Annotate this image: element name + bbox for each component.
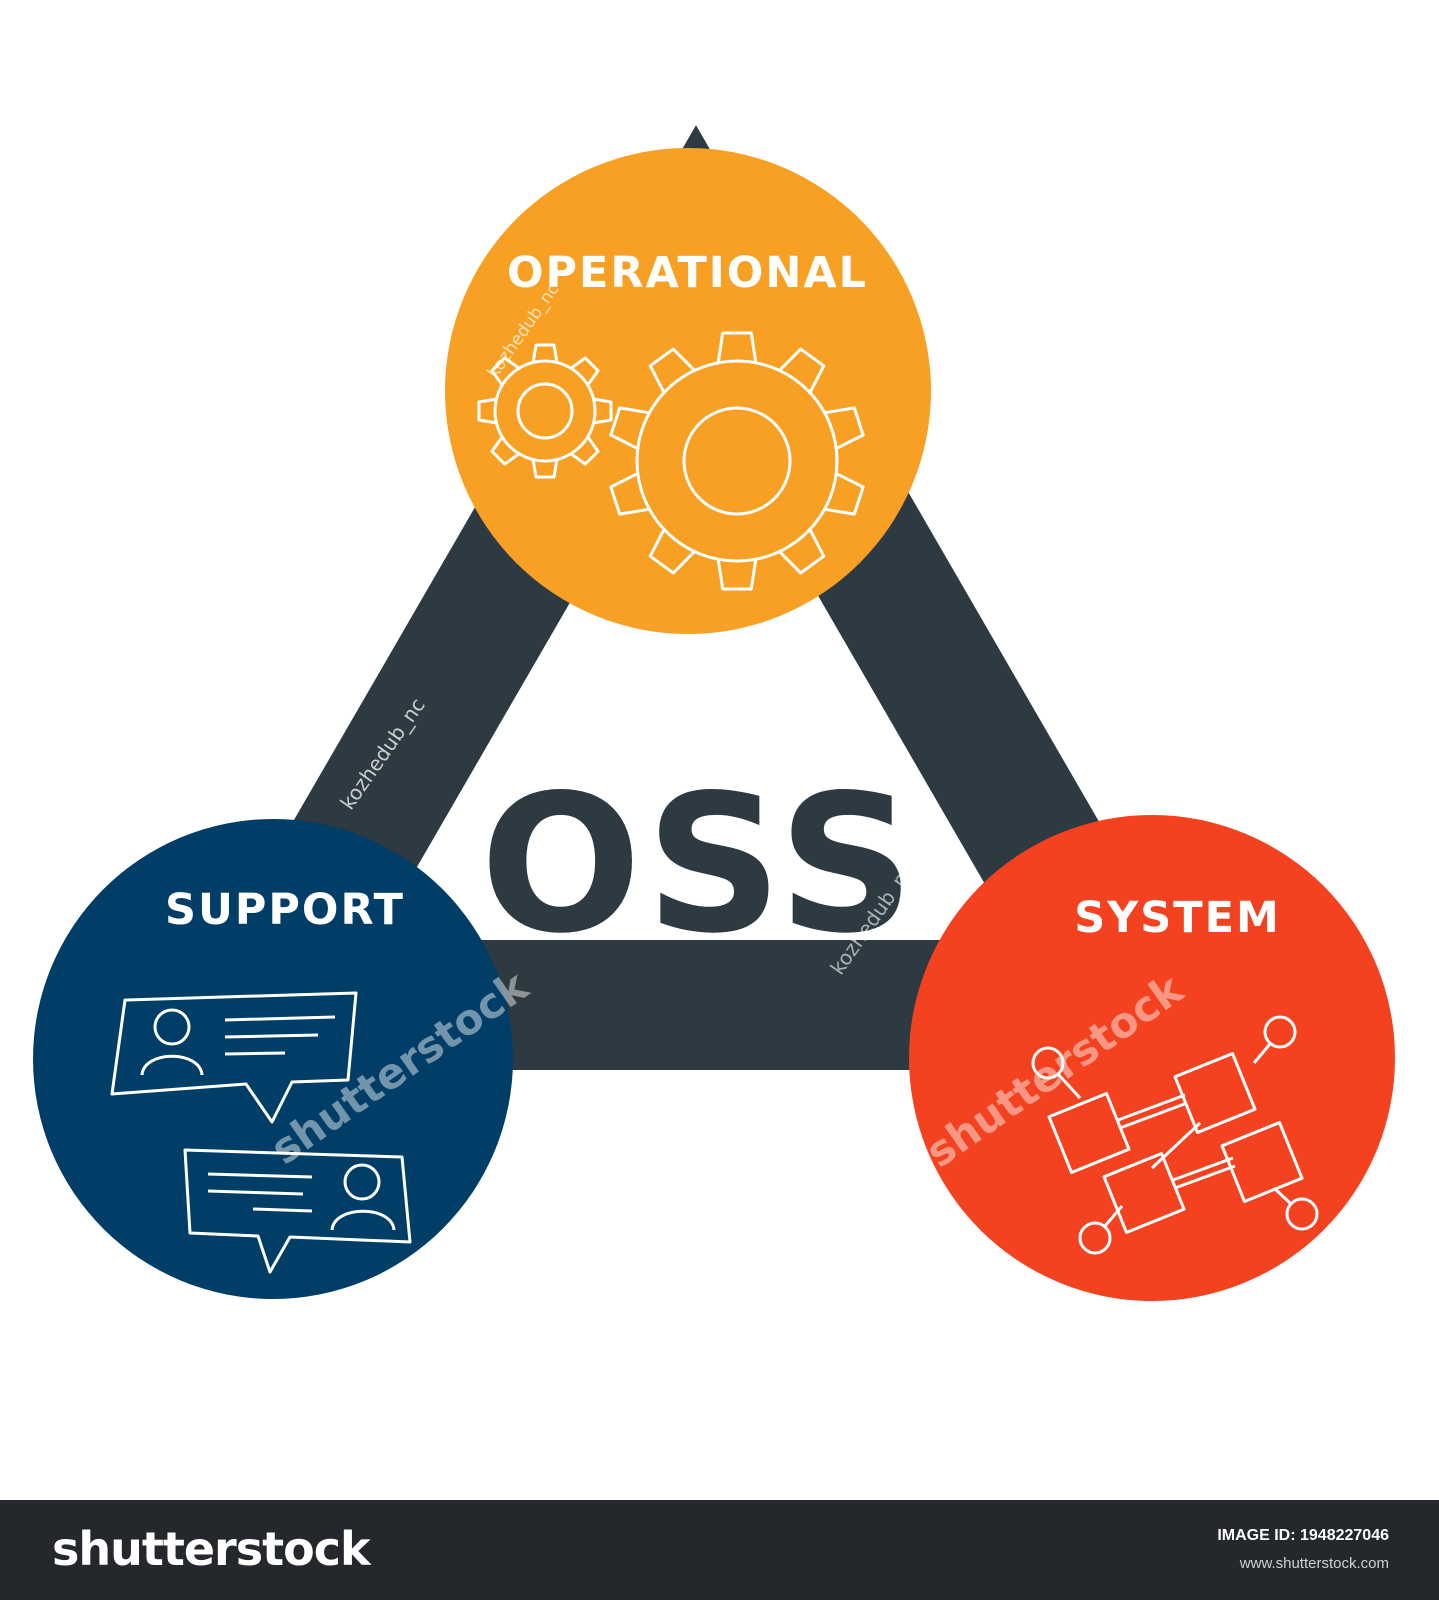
gear-tooth [490,435,521,466]
gear-tooth [648,527,697,575]
gear-tooth [823,406,865,451]
image-id-text: IMAGE ID: 1948227046 [1217,1527,1389,1544]
site-url-text: www.shutterstock.com [1239,1555,1389,1572]
shutterstock-logo: shutterstock [52,1522,371,1576]
gear-tooth [777,527,826,575]
acronym-title: OSS [480,754,919,975]
gears-icon [477,331,865,591]
gear-tooth [592,397,613,425]
diagram-graphic [33,125,1395,1301]
gear-tooth [531,458,559,479]
gear-tooth [477,397,498,425]
operational-label: OPERATIONAL [506,248,869,298]
triangle-connector [149,125,1243,1070]
system-label: SYSTEM [1074,893,1281,943]
gear-tooth [777,347,826,395]
gear-tooth [569,435,600,466]
gear-tooth [569,356,600,387]
support-circle [33,819,513,1299]
oss-acronym-diagram: OPERATIONAL SUPPORT SYSTEM OSS kozhedub_… [33,125,1395,1301]
stock-footer-bar: shutterstock IMAGE ID: 1948227046 www.sh… [0,1500,1439,1600]
gear-tooth [609,471,651,516]
chat-bubbles-icon [110,991,412,1274]
operational-circle [445,148,931,634]
gear-tooth [490,356,521,387]
gear-tooth [823,471,865,516]
gear-tooth [531,343,559,364]
gear-tooth [609,406,651,451]
gear-tooth [716,557,758,591]
flowchart-icon [1031,1015,1319,1255]
system-circle [909,815,1395,1301]
gear-tooth [648,347,697,395]
gear-tooth [716,331,758,365]
support-label: SUPPORT [165,885,405,935]
